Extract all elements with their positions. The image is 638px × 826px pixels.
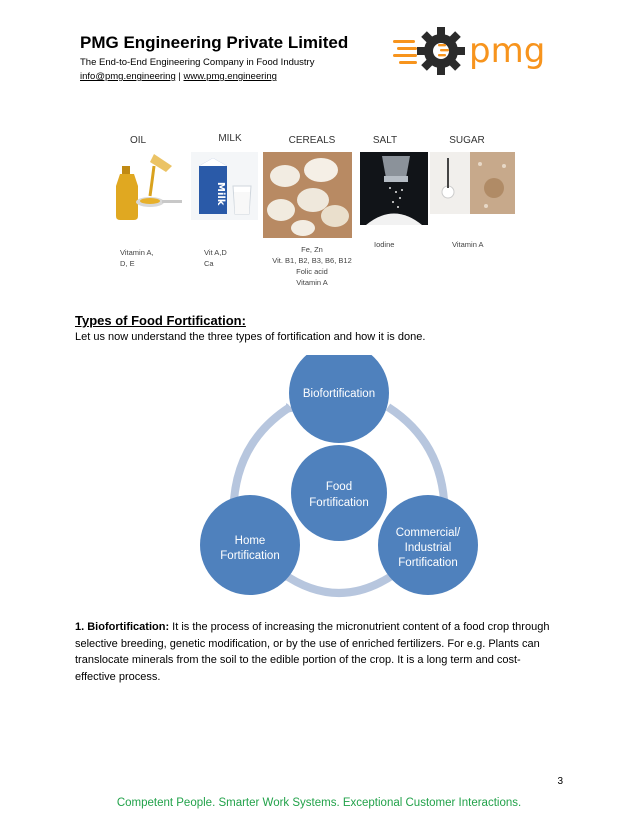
food-label-sugar: SUGAR	[449, 135, 485, 146]
node-label-left-2: Fortification	[220, 550, 279, 562]
food-label-oil: OIL	[129, 135, 147, 146]
nutrient-line: Vitamin A,	[120, 248, 154, 257]
pmg-logo: pmg	[393, 27, 545, 75]
node-biofortification	[289, 355, 389, 443]
nutrient-line: Fe, Zn	[301, 245, 323, 254]
gear-icon	[417, 27, 465, 75]
biofortification-paragraph: 1. Biofortification: It is the process o…	[75, 619, 560, 685]
paragraph-lead: 1. Biofortification:	[75, 621, 170, 633]
nutrient-line: Folic acid	[296, 267, 328, 276]
food-label-salt: SALT	[372, 135, 398, 146]
node-label-right-1: Commercial/	[396, 527, 461, 539]
milk-image: Milk	[191, 152, 258, 220]
contact-separator: |	[178, 71, 181, 82]
node-label-right-2: Industrial	[405, 542, 452, 554]
paragraph-text: It is the process of increasing the micr…	[75, 621, 550, 683]
node-commercial-fortification	[378, 495, 478, 595]
node-label-center-2: Fortification	[309, 497, 368, 509]
nutrient-line: Vitamin A	[296, 278, 328, 287]
node-label-center-1: Food	[326, 481, 352, 493]
salt-image	[360, 152, 428, 225]
oil-image	[114, 152, 184, 222]
arc-bottom	[279, 569, 399, 597]
nutrients-sugar: Vitamin A	[452, 239, 484, 250]
fortification-cycle-diagram: Biofortification Food Fortification Comm…	[200, 355, 478, 597]
page-number: 3	[557, 776, 563, 787]
nutrients-oil: Vitamin A, D, E	[120, 247, 154, 269]
node-label-right-3: Fortification	[398, 557, 457, 569]
node-home-fortification	[200, 495, 300, 595]
company-tagline: The End-to-End Engineering Company in Fo…	[80, 57, 315, 68]
nutrient-line: D, E	[120, 259, 135, 268]
speed-lines-icon	[393, 40, 417, 64]
footer-slogan: Competent People. Smarter Work Systems. …	[116, 797, 522, 809]
sugar-image	[430, 152, 515, 214]
nutrient-line: Ca	[204, 259, 214, 268]
nutrients-salt: Iodine	[374, 239, 394, 250]
logo-wordmark: pmg	[469, 31, 545, 71]
cereals-image	[263, 152, 352, 238]
milk-carton-text: Milk	[215, 182, 226, 206]
nutrient-line: Vit. B1, B2, B3, B6, B12	[272, 256, 352, 265]
contact-line: info@pmg.engineering | www.pmg.engineeri…	[80, 71, 277, 82]
node-label-left-1: Home	[235, 535, 266, 547]
email-link[interactable]: info@pmg.engineering	[80, 71, 176, 82]
nutrient-line: Vit A,D	[204, 248, 227, 257]
node-label-top: Biofortification	[303, 388, 375, 400]
company-name: PMG Engineering Private Limited	[80, 33, 349, 52]
food-label-cereals: CEREALS	[288, 135, 336, 146]
nutrient-line: Iodine	[374, 240, 395, 249]
section-title: Types of Food Fortification:	[75, 313, 246, 328]
nutrients-milk: Vit A,D Ca	[204, 247, 227, 269]
node-food-fortification	[291, 445, 387, 541]
section-intro: Let us now understand the three types of…	[75, 331, 426, 343]
nutrients-cereals: Fe, Zn Vit. B1, B2, B3, B6, B12 Folic ac…	[262, 244, 362, 288]
food-label-milk: MILK	[218, 133, 242, 144]
website-link[interactable]: www.pmg.engineering	[183, 71, 277, 82]
nutrient-line: Vitamin A	[452, 240, 484, 249]
